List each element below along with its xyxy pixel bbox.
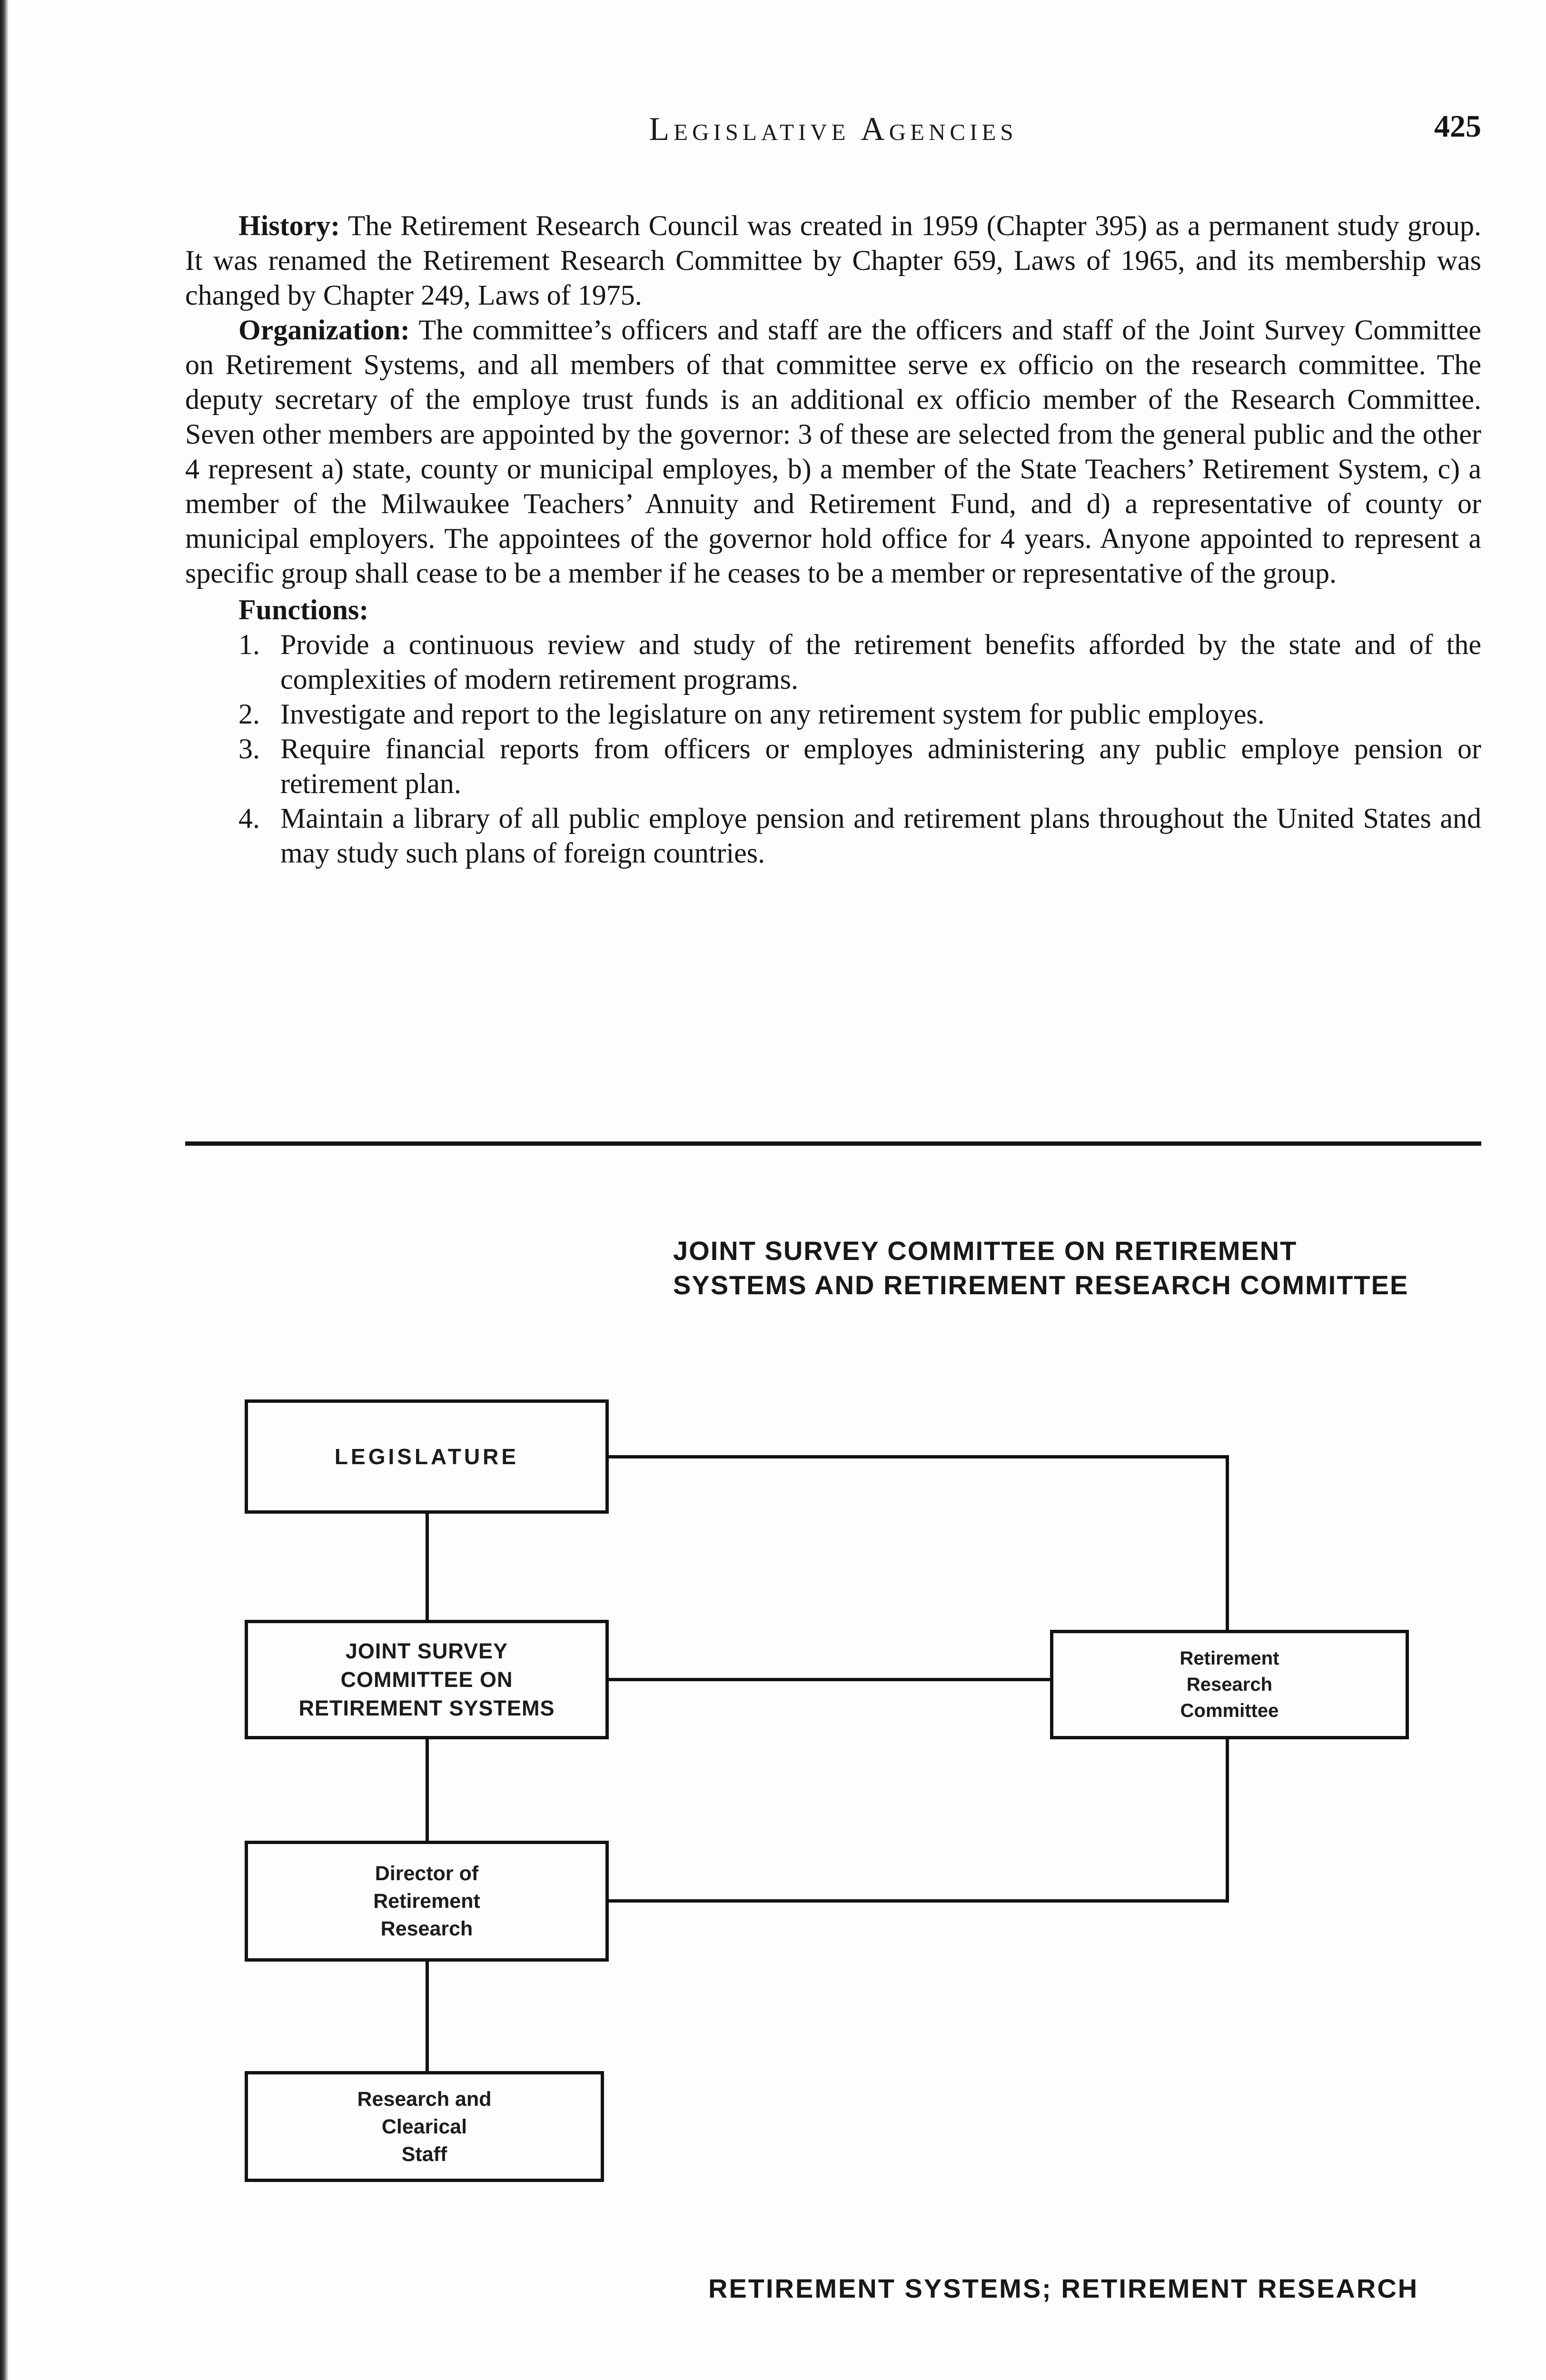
function-item-text: Maintain a library of all public employe…: [280, 803, 1481, 869]
function-item-number: 3.: [238, 733, 260, 764]
box-director-of-retirement-research-label: Director of Retirement Research: [373, 1862, 480, 1940]
function-item: 4. Maintain a library of all public emplo…: [185, 801, 1481, 871]
connector-retirement-research-committee-down: [1226, 1739, 1229, 1903]
box-retirement-research-committee-label: Retirement Research Committee: [1179, 1647, 1279, 1721]
page-number: 425: [1434, 109, 1481, 144]
function-item-number: 2.: [238, 698, 260, 730]
function-item: 1. Provide a continuous review and study …: [185, 627, 1481, 697]
functions-heading: Functions:: [185, 593, 1481, 627]
box-research-and-clerical-staff-label: Research and Clearical Staff: [357, 2087, 492, 2166]
function-item: 2. Investigate and report to the legislat…: [185, 697, 1481, 732]
page-header: Legislative Agencies 425: [185, 109, 1481, 153]
scan-gutter-edge: [0, 0, 9, 2380]
function-item-number: 4.: [238, 803, 260, 834]
function-item-text: Investigate and report to the legislatur…: [280, 698, 1265, 730]
paragraph-history: History: The Retirement Research Council…: [185, 208, 1481, 313]
running-title: Legislative Agencies: [649, 111, 1018, 148]
box-legislature-label: LEGISLATURE: [334, 1444, 519, 1469]
box-joint-survey-committee-label: JOINT SURVEY COMMITTEE ON RETIREMENT SYS…: [298, 1638, 555, 1720]
functions-label: Functions:: [238, 594, 369, 625]
box-director-of-retirement-research: Director of Retirement Research: [245, 1841, 609, 1962]
connector-legislature-horizontal: [609, 1455, 1229, 1458]
paragraph-organization: Organization: The committee’s officers a…: [185, 313, 1481, 591]
connector-director-to-staff: [426, 1962, 429, 2071]
history-text: The Retirement Research Council was crea…: [185, 210, 1482, 311]
connector-director-horizontal: [609, 1899, 1229, 1903]
box-legislature: LEGISLATURE: [245, 1399, 609, 1514]
box-retirement-research-committee: Retirement Research Committee: [1050, 1630, 1409, 1739]
connector-legislature-to-joint-survey: [426, 1514, 429, 1620]
organization-label: Organization:: [238, 314, 410, 346]
function-item-number: 1.: [238, 629, 260, 660]
box-research-and-clerical-staff: Research and Clearical Staff: [245, 2071, 604, 2182]
chart-caption: RETIREMENT SYSTEMS; RETIREMENT RESEARCH: [708, 2273, 1419, 2303]
connector-joint-survey-to-director: [426, 1739, 429, 1841]
organization-text: The committee’s officers and staff are t…: [185, 314, 1482, 589]
function-item: 3. Require financial reports from officer…: [185, 732, 1481, 801]
function-item-text: Require financial reports from officers …: [280, 733, 1481, 799]
org-chart-title: JOINT SURVEY COMMITTEE ON RETIREMENT SYS…: [673, 1236, 1409, 1300]
history-label: History:: [238, 210, 340, 241]
function-item-text: Provide a continuous review and study of…: [280, 629, 1481, 695]
functions-list: 1. Provide a continuous review and study …: [185, 627, 1481, 871]
section-divider: [185, 1141, 1481, 1146]
connector-joint-survey-to-retirement-research-committee: [609, 1678, 1050, 1681]
body-text: History: The Retirement Research Council…: [185, 208, 1481, 871]
box-joint-survey-committee: JOINT SURVEY COMMITTEE ON RETIREMENT SYS…: [245, 1620, 609, 1739]
connector-down-to-retirement-research-committee: [1226, 1455, 1229, 1630]
